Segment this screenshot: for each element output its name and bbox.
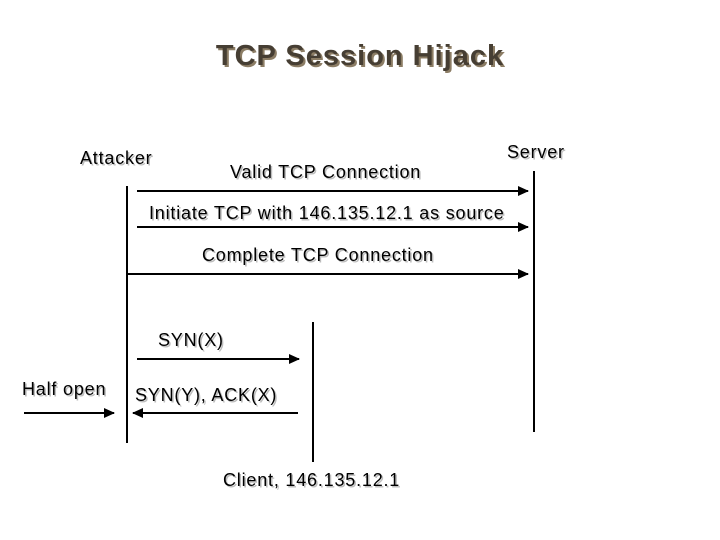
message-label-syn-y-ack-x: SYN(Y), ACK(X): [135, 385, 278, 405]
attacker-lifeline: [126, 186, 128, 443]
message-label-initiate-tcp: Initiate TCP with 146.135.12.1 as source: [149, 203, 505, 223]
arrowhead-right-icon: [289, 354, 300, 364]
arrowhead-right-icon: [518, 222, 529, 232]
server-lifeline: [533, 171, 535, 432]
half-open-label: Half open: [22, 379, 107, 399]
arrowhead-right-icon: [104, 408, 115, 418]
attacker-label: Attacker: [80, 148, 153, 168]
arrow-attacker-to-client: [137, 354, 300, 364]
slide-title: TCP Session Hijack: [215, 40, 505, 72]
arrow-client-to-attacker: [132, 408, 298, 418]
arrowhead-left-icon: [132, 408, 143, 418]
arrow-attacker-to-server-3: [128, 269, 529, 279]
arrowhead-right-icon: [518, 269, 529, 279]
arrow-half-open: [24, 408, 115, 418]
message-label-syn-x: SYN(X): [158, 330, 224, 350]
arrow-attacker-to-server-2: [137, 222, 529, 232]
message-label-complete-tcp-connection: Complete TCP Connection: [202, 245, 434, 265]
client-lifeline: [312, 322, 314, 462]
server-label: Server: [507, 142, 565, 162]
arrowhead-right-icon: [518, 186, 529, 196]
message-label-valid-tcp-connection: Valid TCP Connection: [230, 162, 422, 182]
client-label: Client, 146.135.12.1: [223, 470, 401, 490]
arrow-attacker-to-server-1: [137, 186, 529, 196]
